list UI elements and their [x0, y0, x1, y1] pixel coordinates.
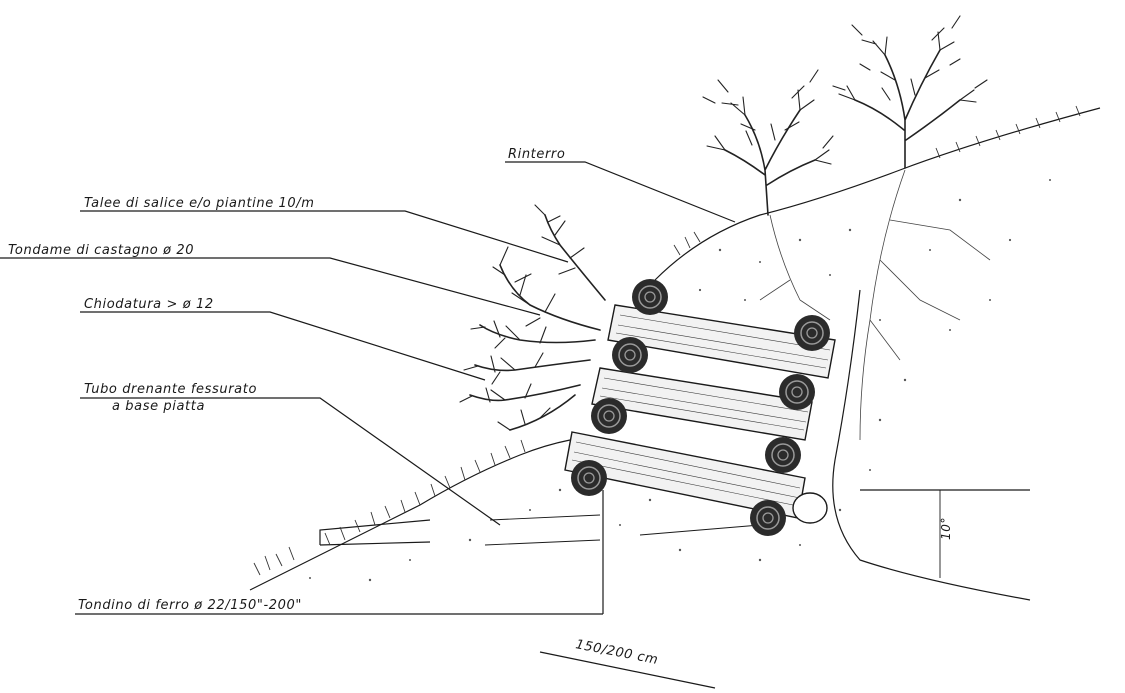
log-end-3	[612, 337, 648, 373]
label-talee: Talee di salice e/o piantine 10/m	[84, 196, 315, 211]
label-tondame: Tondame di castagno ø 20	[8, 243, 194, 258]
label-tubo-line2: a base piatta	[112, 399, 205, 414]
grass-hatching	[253, 105, 1081, 576]
willow-cuttings-left	[459, 204, 606, 431]
log-ends	[571, 279, 830, 536]
drainage-tube	[792, 492, 828, 524]
ground-profile	[249, 107, 1101, 601]
label-angle: 10°	[939, 517, 953, 540]
log-stack	[564, 304, 836, 519]
plant-right-large	[832, 15, 988, 169]
log-end-8	[750, 500, 786, 536]
plant-right-small	[702, 69, 834, 216]
label-chiodatura: Chiodatura > ø 12	[84, 297, 214, 312]
log-middle	[591, 367, 813, 441]
log-end-7	[571, 460, 607, 496]
log-end-6	[765, 437, 801, 473]
log-end-1	[632, 279, 668, 315]
soil-texture	[309, 169, 1051, 582]
label-tondino: Tondino di ferro ø 22/150"-200"	[78, 598, 302, 613]
log-end-2	[794, 315, 830, 351]
log-end-4	[779, 374, 815, 410]
leader-lines	[0, 161, 736, 689]
label-dimension: 150/200 cm	[574, 637, 659, 668]
label-rinterro: Rinterro	[508, 147, 565, 162]
label-tubo-line1: Tubo drenante fessurato	[84, 382, 257, 397]
log-end-5	[591, 398, 627, 434]
